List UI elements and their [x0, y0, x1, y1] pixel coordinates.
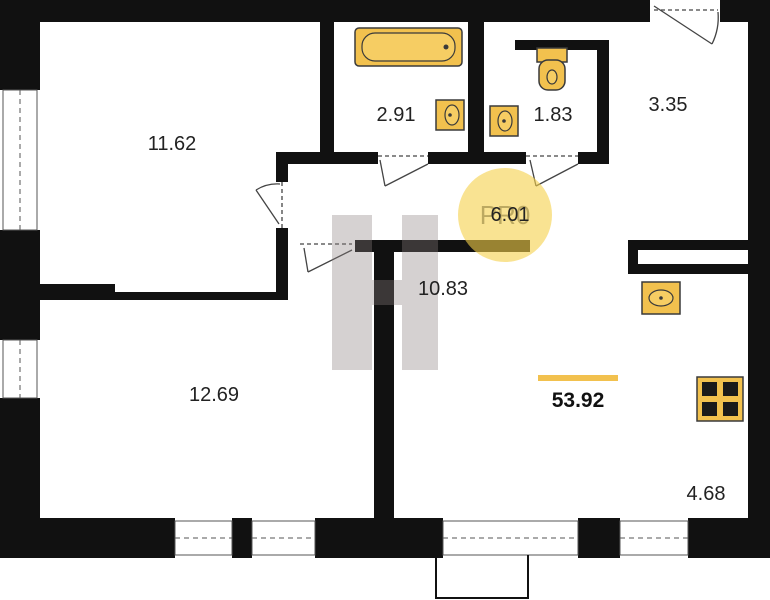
- window-icon: [619, 520, 689, 556]
- total-accent-bar: [538, 375, 618, 381]
- room-area-toilet: 1.83: [534, 104, 573, 126]
- door-icon: [653, 5, 719, 45]
- outer-walls: [0, 0, 770, 558]
- total-area: 53.92: [552, 389, 605, 412]
- room-area-bathroom: 2.91: [377, 104, 416, 126]
- sink-icon: [489, 105, 519, 137]
- door-icon: [300, 243, 353, 273]
- bathtub-icon: [354, 27, 463, 67]
- window-icon: [174, 520, 233, 556]
- door-icon: [255, 182, 283, 228]
- window-icon: [2, 339, 38, 399]
- door-icon: [378, 155, 429, 187]
- windows: [2, 89, 689, 556]
- window-icon: [442, 520, 579, 556]
- room-area-bedroom-top: 11.62: [148, 133, 197, 155]
- watermark-logo: PR0: [332, 168, 552, 370]
- sink-icon: [641, 281, 681, 315]
- room-area-hall: 6.01: [491, 204, 530, 226]
- room-area-bedroom-left: 12.69: [189, 384, 239, 406]
- window-icon: [251, 520, 316, 556]
- doors: [255, 5, 719, 273]
- balcony: [435, 555, 529, 599]
- window-icon: [2, 89, 38, 231]
- room-area-kitchen: 4.68: [687, 483, 726, 505]
- sink-icon: [435, 99, 465, 131]
- room-area-entry-closet: 3.35: [649, 94, 688, 116]
- toilet-icon: [536, 47, 568, 91]
- stove-icon: [696, 376, 744, 422]
- room-area-corridor: 10.83: [418, 278, 468, 300]
- watermark-text: PR0: [480, 200, 531, 230]
- interior-walls: [40, 22, 748, 518]
